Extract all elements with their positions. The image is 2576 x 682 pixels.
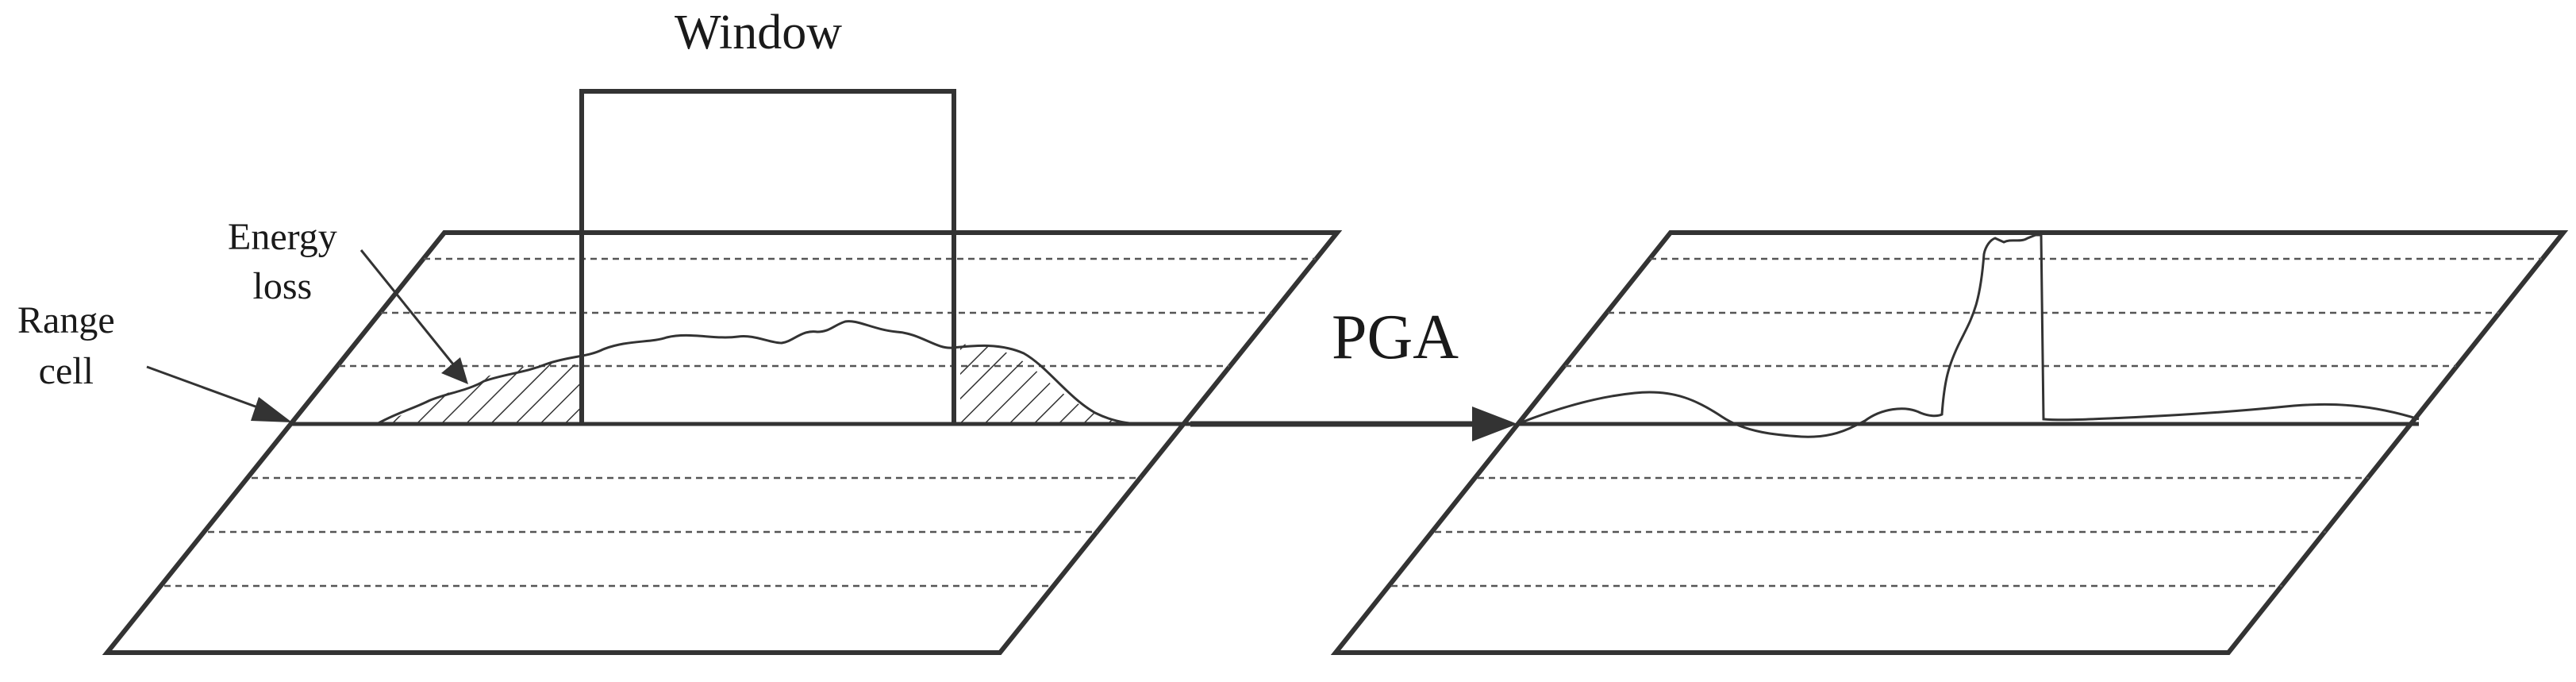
- left-panel: [102, 89, 1343, 655]
- range-cell-label: Range cell: [17, 295, 115, 397]
- pga-arrowhead: [1472, 407, 1517, 441]
- range-cell-label-line1: Range: [17, 299, 115, 341]
- energy-loss-arrow-line: [359, 249, 456, 366]
- left-range-lines: [164, 257, 1316, 588]
- energy-loss-label-line1: Energy: [228, 216, 337, 258]
- pga-arrow: [1190, 407, 1517, 441]
- energy-loss-hatch-left: [377, 361, 582, 424]
- pga-label: PGA: [1332, 302, 1459, 372]
- right-parallelogram: [1330, 230, 2569, 655]
- range-cell-arrow-line: [146, 365, 263, 410]
- window-label: Window: [675, 6, 843, 60]
- energy-loss-arrowhead: [441, 357, 468, 384]
- right-range-lines: [1391, 257, 2542, 588]
- energy-loss-label-line2: loss: [252, 265, 313, 307]
- left-signal-curve: [376, 320, 1144, 426]
- window-rect: [579, 89, 956, 424]
- energy-loss-hatch-right: [960, 344, 1127, 424]
- right-signal-curve: [1517, 233, 2420, 438]
- left-parallelogram: [102, 230, 1343, 655]
- range-cell-label-line2: cell: [38, 350, 94, 392]
- energy-loss-label: Energy loss: [228, 213, 337, 311]
- right-panel: [1330, 230, 2569, 655]
- range-cell-arrowhead: [251, 397, 292, 422]
